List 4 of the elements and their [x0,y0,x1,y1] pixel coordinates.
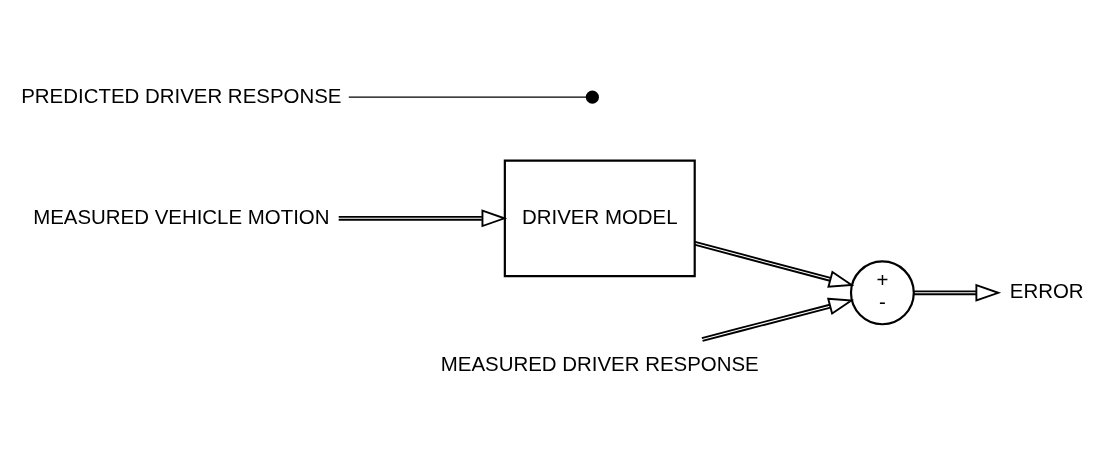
node-text: MEASURED DRIVER RESPONSE [440,351,759,375]
node-text: PREDICTED DRIVER RESPONSE [21,83,342,107]
node-text: MEASURED VEHICLE MOTION [33,204,330,228]
node-text: ERROR [1009,278,1084,302]
